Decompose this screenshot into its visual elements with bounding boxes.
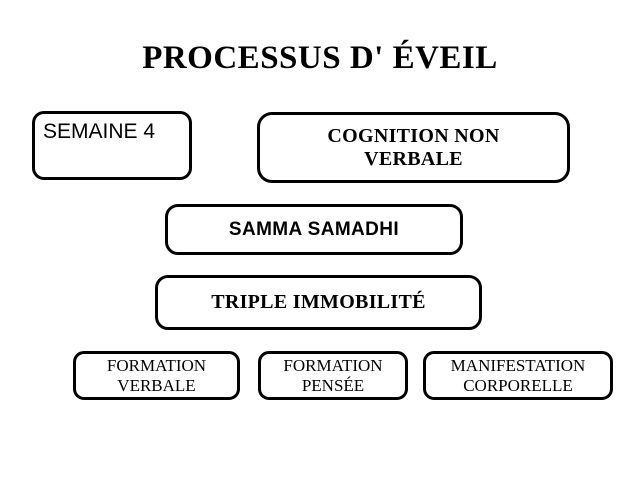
node-label: SEMAINE 4 — [43, 120, 156, 143]
node-label: FORMATION PENSÉE — [283, 355, 383, 395]
page-title: PROCESSUS D' ÉVEIL — [142, 40, 498, 76]
node-samma-samadhi[interactable]: SAMMA SAMADHI — [165, 204, 463, 255]
node-semaine-4[interactable]: SEMAINE 4 — [32, 111, 192, 180]
node-label: SAMMA SAMADHI — [228, 218, 400, 240]
node-label: FORMATION VERBALE — [106, 355, 207, 395]
node-triple-immobilite[interactable]: TRIPLE IMMOBILITÉ — [155, 275, 482, 330]
node-label: MANIFESTATION CORPORELLE — [450, 355, 586, 395]
node-label: COGNITION NON VERBALE — [327, 125, 500, 170]
node-manifestation-corporelle[interactable]: MANIFESTATION CORPORELLE — [423, 351, 613, 400]
node-cognition-non-verbale[interactable]: COGNITION NON VERBALE — [257, 112, 570, 183]
node-formation-verbale[interactable]: FORMATION VERBALE — [73, 351, 240, 400]
node-formation-pensee[interactable]: FORMATION PENSÉE — [258, 351, 408, 400]
node-label: TRIPLE IMMOBILITÉ — [211, 291, 426, 314]
